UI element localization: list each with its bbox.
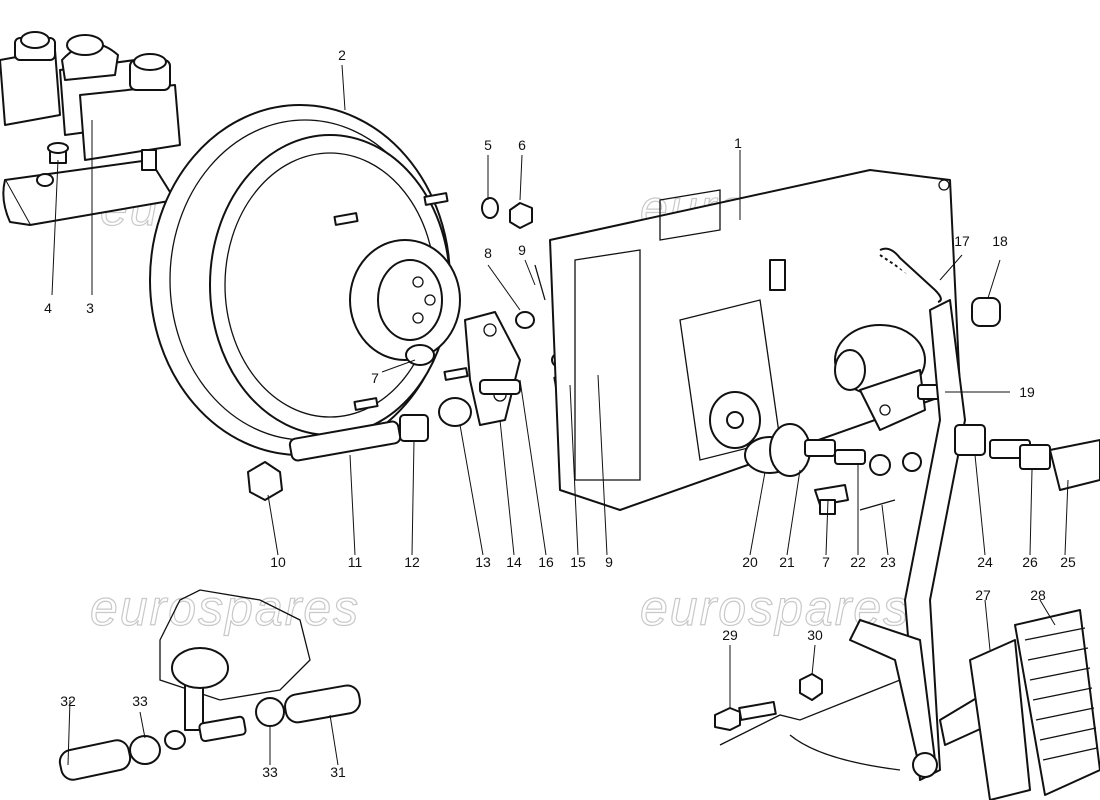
callout-7b: 7 (822, 554, 830, 570)
callout-11: 11 (348, 554, 363, 570)
callout-2: 2 (338, 47, 346, 63)
callout-23: 23 (880, 554, 896, 570)
callout-24: 24 (977, 554, 993, 570)
callout-9: 9 (518, 242, 526, 258)
callout-4: 4 (44, 300, 52, 316)
vacuum-hose-assembly (58, 589, 361, 781)
callout-26: 26 (1022, 554, 1038, 570)
callout-33b: 33 (262, 764, 278, 780)
pedal-box-bracket (549, 169, 961, 511)
callout-22: 22 (850, 554, 866, 570)
callout-28: 28 (1030, 587, 1046, 603)
brake-booster (149, 104, 469, 456)
callout-17: 17 (954, 233, 970, 249)
callout-10: 10 (270, 554, 286, 570)
callout-5: 5 (484, 137, 492, 153)
leader-lines (51, 64, 1069, 766)
callout-13: 13 (475, 554, 491, 570)
master-cylinder (0, 31, 181, 226)
callout-3: 3 (86, 300, 94, 316)
callout-25: 25 (1060, 554, 1076, 570)
callout-31: 31 (330, 764, 346, 780)
callout-15: 15 (570, 554, 586, 570)
callout-19: 19 (1019, 384, 1035, 400)
brake-pedal-assembly (834, 247, 1100, 800)
callout-30: 30 (807, 627, 823, 643)
callout-33: 33 (132, 693, 148, 709)
bolt-and-nut (714, 673, 901, 771)
callout-7: 7 (371, 370, 379, 386)
callout-21: 21 (779, 554, 795, 570)
callout-20: 20 (742, 554, 758, 570)
callout-8: 8 (484, 245, 492, 261)
callout-labels: 1 2 3 4 5 6 7 8 9 10 11 12 13 14 15 16 9… (44, 47, 1076, 780)
callout-16: 16 (538, 554, 554, 570)
callout-1: 1 (734, 135, 742, 151)
callout-32: 32 (60, 693, 76, 709)
callout-9b: 9 (605, 554, 613, 570)
callout-12: 12 (404, 554, 420, 570)
callout-18: 18 (992, 233, 1008, 249)
callout-14: 14 (506, 554, 522, 570)
pedal-pad-hatch (1024, 627, 1098, 761)
callout-29: 29 (722, 627, 738, 643)
pushrod-with-boot (744, 423, 922, 515)
watermark-text: eurospares (90, 580, 360, 636)
callout-27: 27 (975, 587, 991, 603)
callout-6: 6 (518, 137, 526, 153)
